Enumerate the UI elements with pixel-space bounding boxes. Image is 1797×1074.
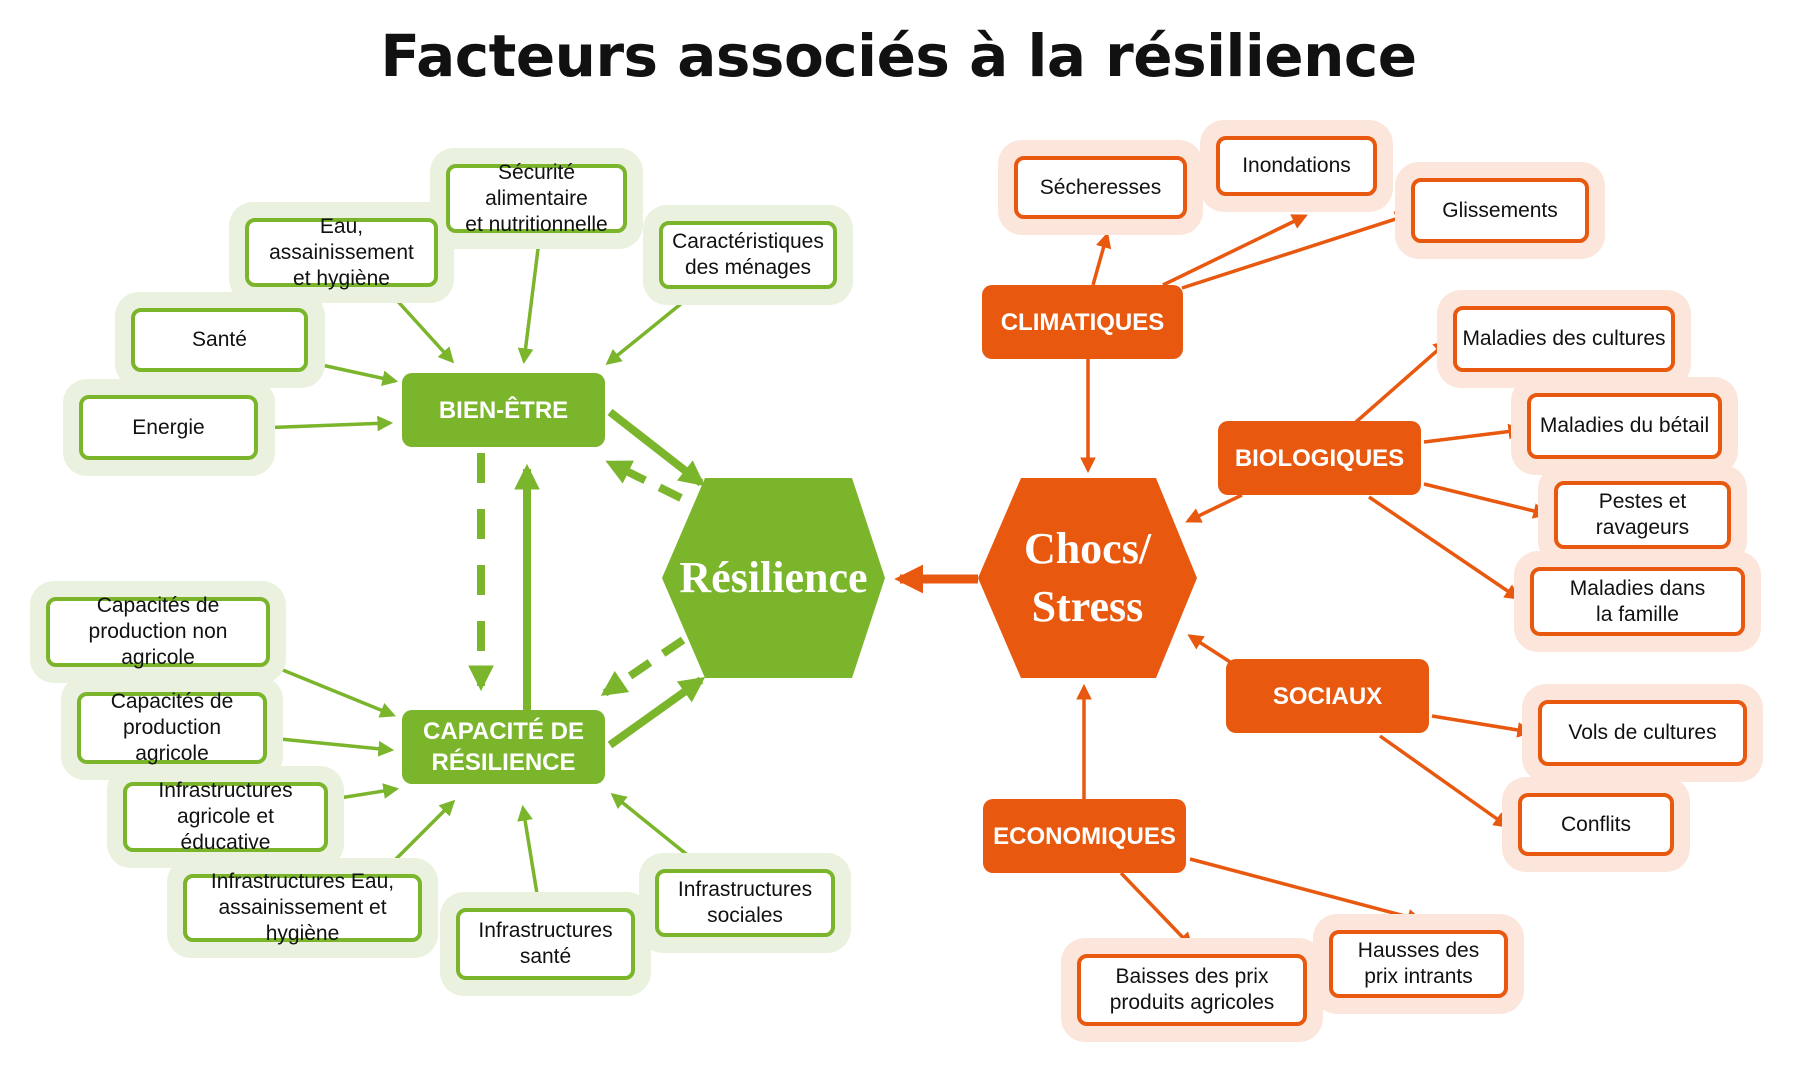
factor-conflits: Conflits [1518, 793, 1674, 856]
arrow-prod-non-agricole-capacite [267, 662, 396, 718]
arrow-biologiques-chocs [1185, 493, 1243, 523]
factor-baisses-prix: Baisses des prix produits agricoles [1077, 954, 1307, 1026]
factor-infrastructures-agricole-educative: Infrastructures agricole et éducative [123, 779, 328, 854]
arrow-resilience-bien-etre [605, 459, 683, 502]
factor-production-non-agricole: Capacités de production non agricole [46, 594, 270, 669]
arrow-climatiques-glissements [1181, 211, 1411, 290]
arrow-capacite-resilience [607, 676, 706, 749]
category-sociaux: SOCIAUX [1226, 659, 1429, 733]
category-biologiques: BIOLOGIQUES [1218, 421, 1421, 495]
category-climatiques: CLIMATIQUES [982, 285, 1183, 359]
chocs-stress-hexagon [978, 478, 1197, 678]
diagram-title: Facteurs associés à la résilience [380, 22, 1417, 90]
chocs-stress-label: Chocs/ Stress [1023, 524, 1152, 631]
factor-securite-alimentaire: Sécurité alimentaire et nutritionnelle [446, 161, 627, 236]
arrow-biologiques-maladies-cultures [1354, 339, 1450, 424]
factor-vols-cultures: Vols de cultures [1538, 700, 1747, 766]
factor-sante: Santé [131, 308, 308, 372]
arrow-biologiques-pestes [1423, 482, 1550, 519]
category-capacite-resilience: CAPACITÉ DE RÉSILIENCE [402, 710, 605, 784]
category-economiques: ECONOMIQUES [983, 799, 1186, 873]
arrow-securite-bien-etre [517, 232, 542, 365]
factor-pestes-ravageurs: Pestes et ravageurs [1554, 481, 1731, 549]
factor-hausses-prix: Hausses des prix intrants [1329, 930, 1508, 998]
arrow-economiques-hausses [1189, 857, 1424, 925]
factor-energie: Energie [79, 395, 258, 460]
factor-eau-assainissement: Eau, assainissement et hygiène [245, 215, 438, 290]
arrow-sociaux-vols [1431, 714, 1534, 738]
factor-caracteristiques-menages: Caractéristiques des ménages [659, 221, 837, 289]
factor-secheresses: Sécheresses [1014, 156, 1187, 219]
factor-infrastructures-sociales: Infrastructures sociales [655, 869, 835, 937]
resilience-label: Résilience [679, 553, 868, 602]
arrow-biologiques-maladies-betail [1423, 423, 1525, 444]
resilience-hexagon [662, 478, 885, 678]
factor-maladies-famille: Maladies dans la famille [1530, 567, 1745, 636]
category-bien-etre: BIEN-ÊTRE [402, 373, 605, 447]
factor-inondations: Inondations [1216, 136, 1377, 196]
arrow-energie-bien-etre [257, 415, 394, 432]
factor-infrastructures-sante: Infrastructures santé [456, 908, 635, 980]
arrow-climatiques-secheresses [1091, 231, 1112, 286]
factor-production-agricole: Capacités de production agricole [77, 690, 267, 765]
arrow-sociaux-conflits [1378, 734, 1510, 828]
arrow-resilience-capacite [600, 636, 686, 697]
factor-infrastructures-eau: Infrastructures Eau, assainissement et h… [183, 870, 422, 945]
arrow-biologiques-maladies-famille [1368, 495, 1521, 600]
factor-maladies-cultures: Maladies des cultures [1453, 306, 1675, 372]
arrow-economiques-baisses [1119, 871, 1194, 949]
arrow-bien-etre-resilience [607, 408, 706, 487]
arrow-climatiques-inondations [1162, 214, 1308, 287]
factor-glissements: Glissements [1411, 178, 1589, 243]
factor-maladies-betail: Maladies du bétail [1527, 393, 1722, 459]
